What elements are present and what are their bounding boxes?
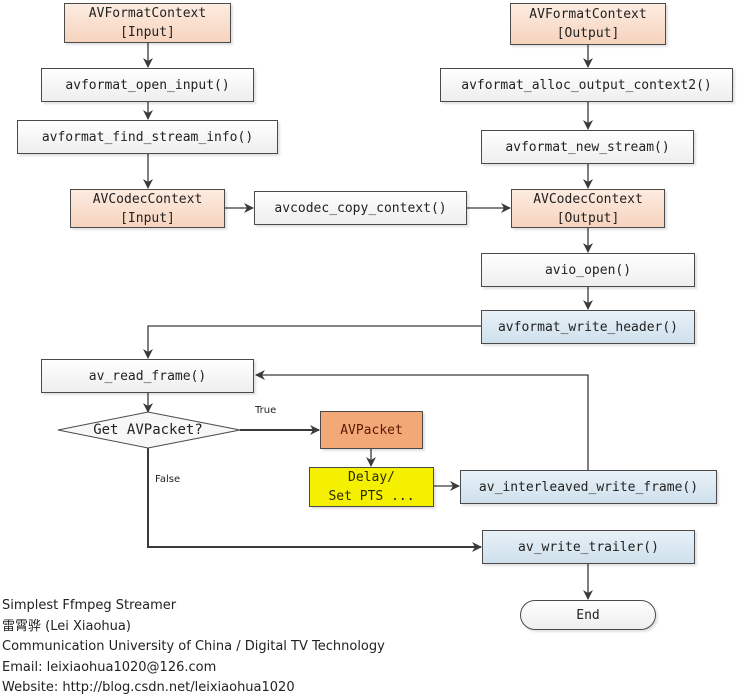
delay-set-pts-node: Delay/ Set PTS ... (309, 467, 434, 507)
output-format-context-node: AVFormatContext [Output] (510, 3, 666, 45)
output-codec-context-title: AVCodecContext (533, 191, 643, 207)
alloc-output-context-label: avformat_alloc_output_context2() (461, 77, 712, 93)
edge-header-readframe (143, 325, 482, 359)
avio-open-label: avio_open() (544, 262, 632, 278)
edge-false (147, 448, 482, 552)
decision-diamond (57, 411, 241, 449)
avio-open-node: avio_open() (481, 253, 695, 287)
input-codec-context-node: AVCodecContext [Input] (70, 189, 225, 228)
read-frame-label: av_read_frame() (88, 368, 207, 384)
read-frame-node: av_read_frame() (41, 359, 254, 393)
input-format-context-node: AVFormatContext [Input] (64, 3, 231, 43)
credits-website: Website: http://blog.csdn.net/leixiaohua… (2, 680, 295, 695)
output-format-context-title: AVFormatContext (529, 7, 647, 22)
new-stream-label: avformat_new_stream() (505, 139, 670, 155)
copy-context-label: avcodec_copy_context() (274, 200, 447, 216)
credits-block: Simplest Ffmpeg Streamer 雷霄骅 (Lei Xiaohu… (2, 596, 385, 699)
input-codec-context-title: AVCodecContext (92, 191, 203, 207)
write-trailer-node: av_write_trailer() (482, 530, 695, 564)
credits-email: Email: leixiaohua1020@126.com (2, 659, 217, 675)
delay-label: Delay/ (348, 470, 395, 485)
set-pts-label: Set PTS ... (328, 489, 415, 504)
avpacket-node: AVPacket (320, 411, 423, 449)
output-codec-context-subtitle: [Output] (556, 210, 620, 226)
interleaved-write-frame-label: av_interleaved_write_frame() (478, 479, 699, 495)
credits-title: Simplest Ffmpeg Streamer (2, 598, 177, 613)
true-edge-label: True (255, 405, 277, 416)
interleaved-write-frame-node: av_interleaved_write_frame() (460, 470, 717, 504)
avpacket-label: AVPacket (340, 422, 403, 438)
output-codec-context-node: AVCodecContext [Output] (511, 189, 665, 228)
output-format-context-subtitle: [Output] (556, 26, 620, 41)
edge-loop-back (255, 370, 589, 470)
find-stream-info-node: avformat_find_stream_info() (17, 120, 278, 154)
false-edge-label: False (155, 474, 181, 485)
write-trailer-label: av_write_trailer() (518, 539, 659, 555)
open-input-label: avformat_open_input() (65, 77, 230, 93)
input-codec-context-subtitle: [Input] (120, 210, 175, 226)
credits-author: 雷霄骅 (Lei Xiaohua) (2, 618, 131, 634)
end-label: End (576, 607, 600, 623)
credits-affiliation: Communication University of China / Digi… (2, 639, 385, 654)
decision-label: Get AVPacket? (93, 422, 203, 438)
input-format-context-subtitle: [Input] (120, 25, 175, 40)
write-header-label: avformat_write_header() (497, 319, 678, 335)
new-stream-node: avformat_new_stream() (481, 130, 694, 164)
find-stream-info-label: avformat_find_stream_info() (41, 129, 254, 145)
open-input-node: avformat_open_input() (41, 68, 254, 102)
alloc-output-context-node: avformat_alloc_output_context2() (440, 68, 733, 102)
input-format-context-title: AVFormatContext (88, 6, 207, 21)
write-header-node: avformat_write_header() (481, 310, 695, 344)
copy-context-node: avcodec_copy_context() (254, 191, 467, 225)
end-node: End (520, 600, 656, 630)
